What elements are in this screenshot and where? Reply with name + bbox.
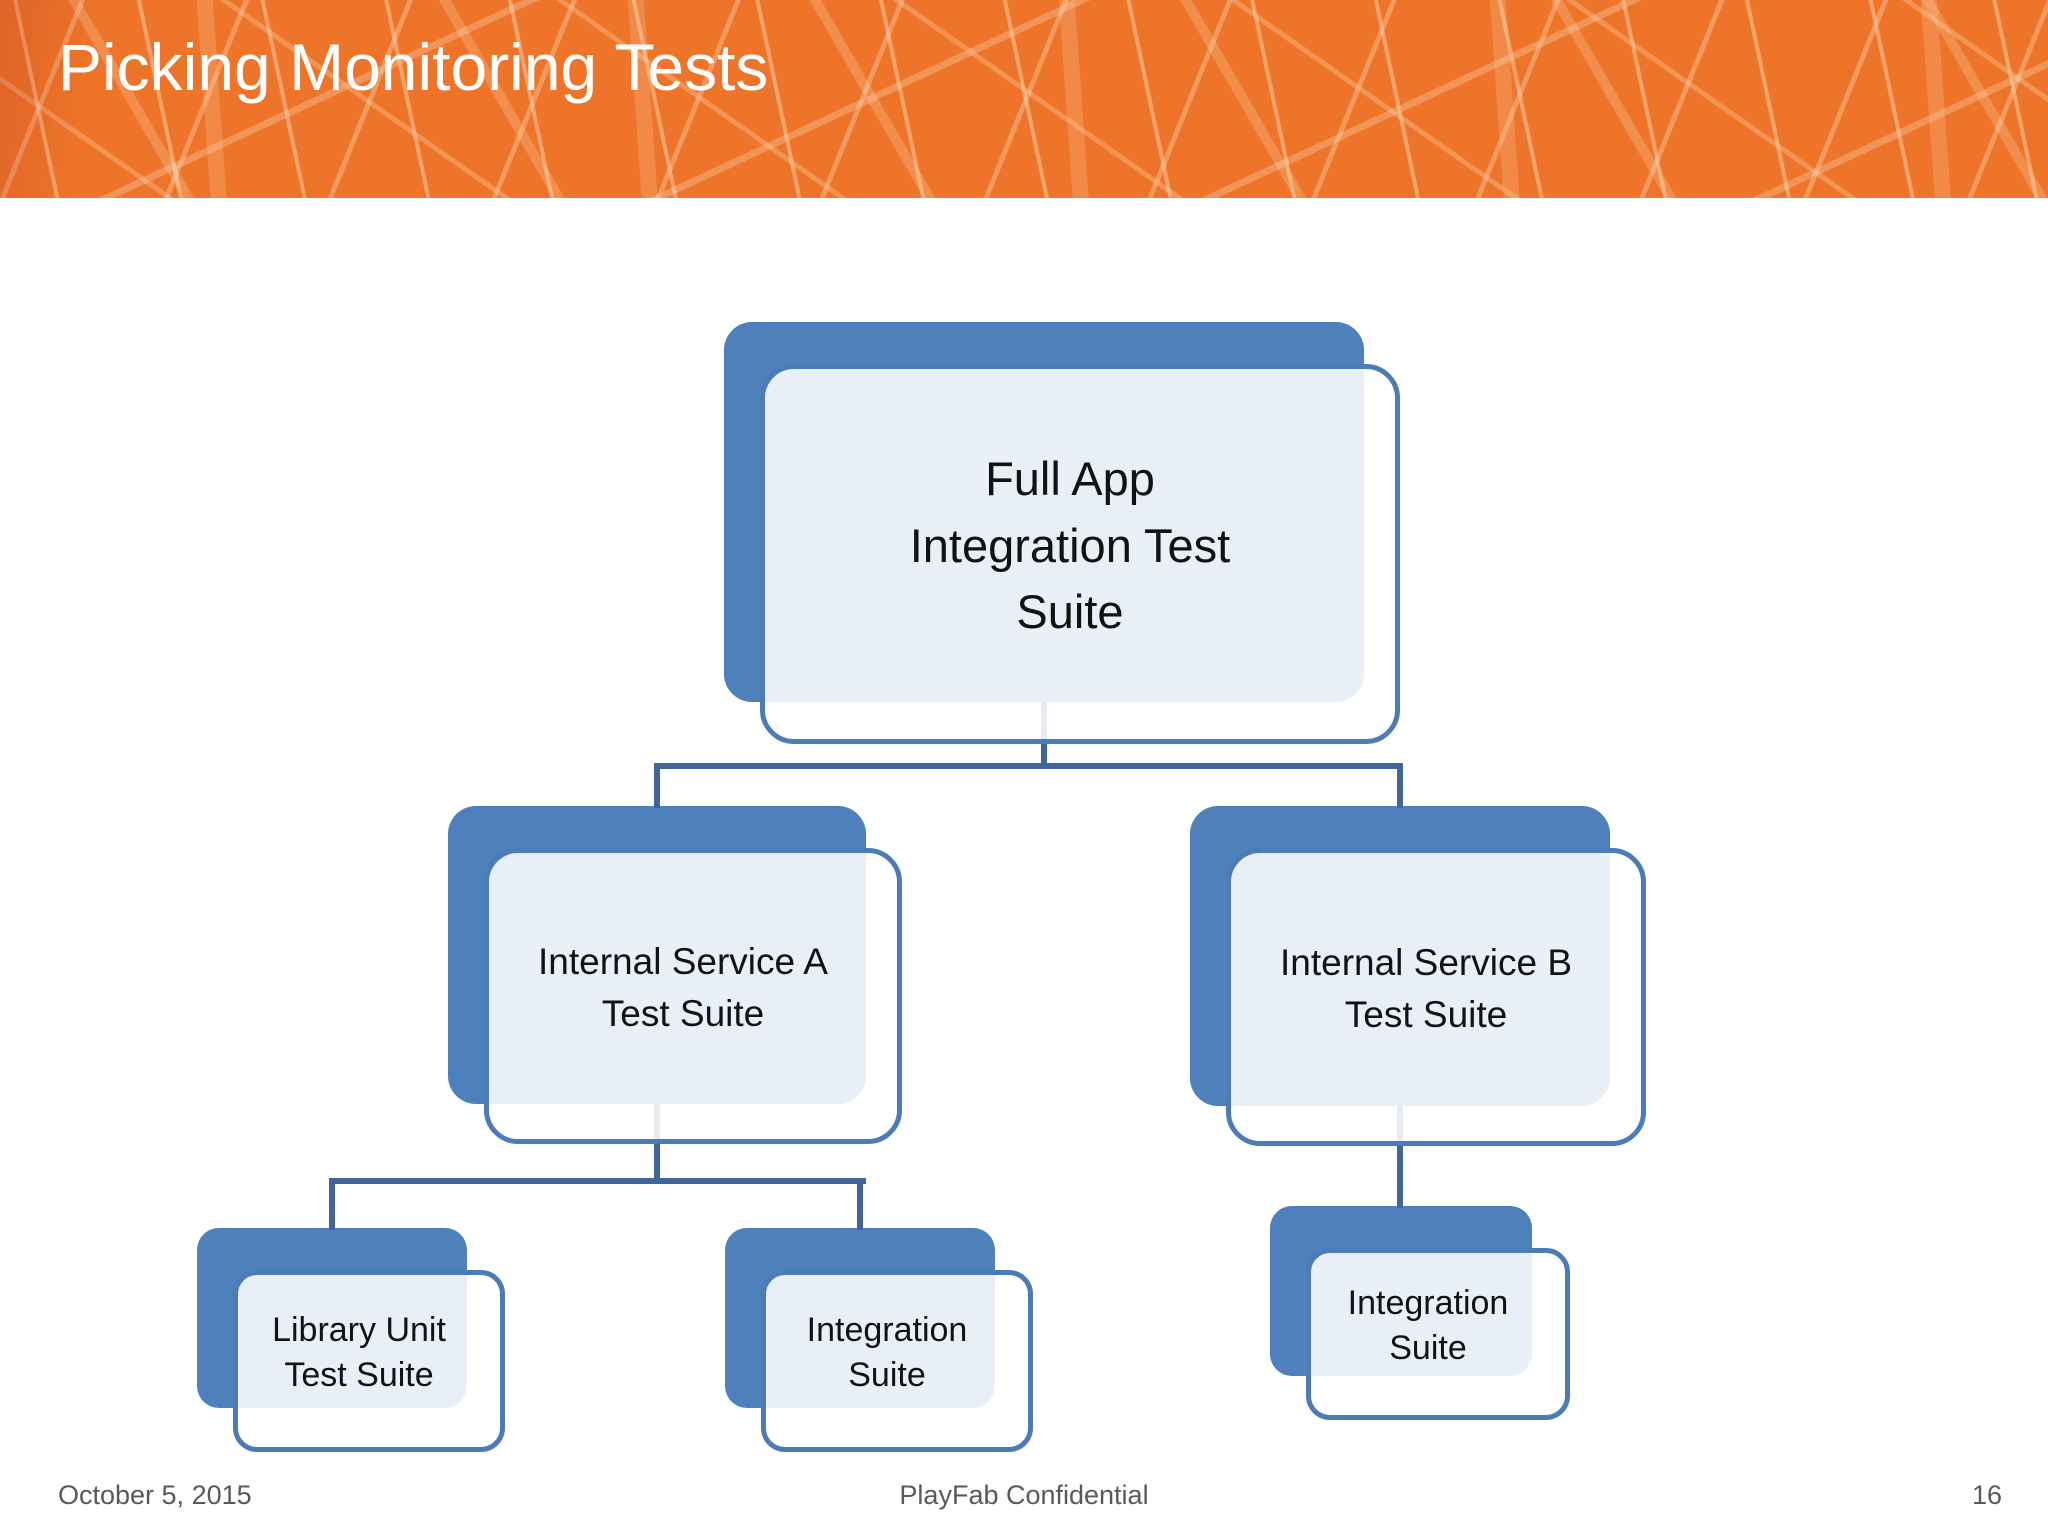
slide-header-band: Picking Monitoring Tests (0, 0, 2048, 198)
node-label: Full App Integration Test Suite (909, 451, 1231, 639)
connector-to-integration-a (857, 1178, 863, 1230)
connector-to-integration-b (1397, 1106, 1403, 1208)
page-title: Picking Monitoring Tests (58, 30, 769, 104)
footer-date: October 5, 2015 (58, 1480, 252, 1510)
node-library-unit: Library Unit Test Suite (233, 1270, 505, 1452)
connector-to-service-b (1397, 763, 1403, 808)
connector-level2-horizontal (329, 1178, 866, 1184)
node-label: Integration Suite (1347, 1284, 1509, 1367)
connector-service-a-stub (654, 1104, 660, 1184)
node-label: Library Unit Test Suite (272, 1311, 446, 1394)
connector-to-library-unit (329, 1178, 335, 1230)
footer-page-number: 16 (1971, 1480, 2002, 1510)
node-label: Internal Service A Test Suite (538, 941, 828, 1034)
node-integration-suite-a: Integration Suite (761, 1270, 1033, 1452)
node-label: Internal Service B Test Suite (1279, 942, 1573, 1035)
node-internal-service-a: Internal Service A Test Suite (484, 848, 902, 1144)
node-integration-suite-b: Integration Suite (1306, 1248, 1570, 1420)
footer-confidential: PlayFab Confidential (899, 1480, 1149, 1510)
connector-to-service-a (654, 763, 660, 808)
node-internal-service-b: Internal Service B Test Suite (1226, 848, 1646, 1146)
node-label: Integration Suite (806, 1311, 968, 1394)
node-full-app-suite: Full App Integration Test Suite (760, 364, 1400, 744)
connector-level1-horizontal (654, 763, 1403, 769)
